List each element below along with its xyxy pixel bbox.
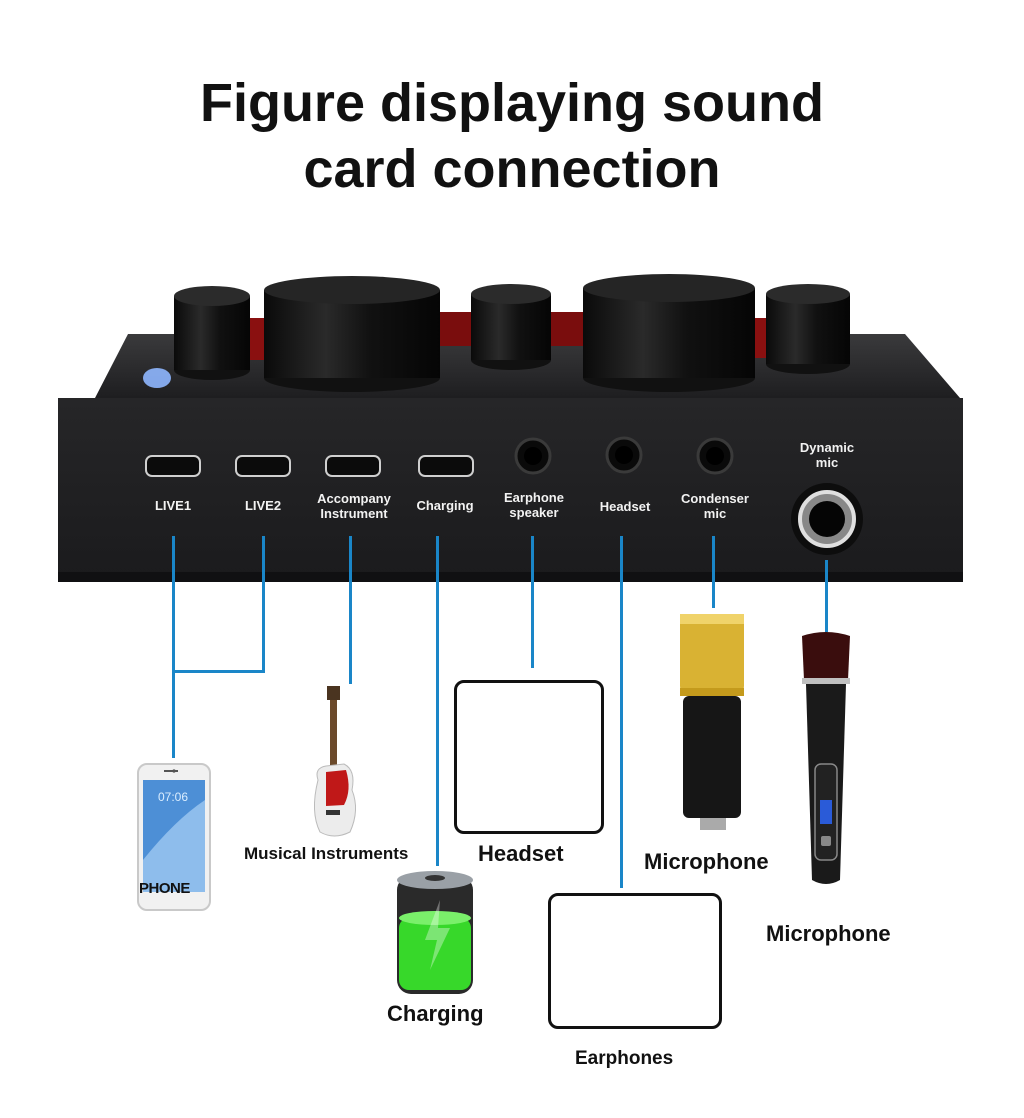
port-label-text: Condenser: [681, 491, 749, 506]
wire-condenser-mic: [712, 536, 715, 608]
port-label-text: Charging: [416, 498, 474, 513]
knob-4[interactable]: [583, 274, 755, 392]
page-title: Figure displaying sound card connection: [0, 70, 1024, 202]
wire-dynamic-mic: [825, 560, 828, 632]
port-label-text: Earphone: [504, 490, 564, 505]
port-label-text: Headset: [599, 499, 651, 514]
port-label-text: Instrument: [320, 506, 388, 521]
wire-live2: [262, 536, 265, 672]
battery-illustration: [397, 871, 473, 994]
wire-accompany: [349, 536, 352, 684]
condenser-mic-illustration: [680, 614, 744, 830]
phone-caption: PHONE: [139, 880, 190, 897]
port-headset[interactable]: [605, 436, 643, 474]
port-label-charging: Charging: [416, 498, 473, 513]
port-label-text: mic: [815, 455, 839, 470]
port-label-live2: LIVE2: [245, 498, 281, 513]
caption-condenser-microphone: Microphone: [644, 849, 769, 874]
caption-dynamic-microphone: Microphone: [766, 921, 891, 946]
port-label-headset: Headset: [600, 499, 651, 514]
port-label-text: speaker: [509, 505, 559, 520]
title-line-2: card connection: [303, 139, 721, 199]
port-label-text: LIVE2: [244, 498, 282, 513]
phone-screen-time: 07:06: [158, 790, 189, 804]
port-label-text: mic: [703, 506, 727, 521]
knob-2[interactable]: [264, 276, 440, 392]
caption-earphones: Earphones: [575, 1048, 674, 1069]
port-charging[interactable]: [418, 455, 474, 477]
caption-charging: Charging: [387, 1001, 484, 1026]
caption-musical-instruments: Musical Instruments: [244, 844, 409, 863]
port-label-live1: LIVE1: [155, 498, 191, 513]
knob-3[interactable]: [471, 284, 551, 370]
port-live1[interactable]: [145, 455, 201, 477]
wire-live-join: [172, 670, 265, 673]
port-condenser-mic[interactable]: [696, 437, 734, 475]
port-accompany[interactable]: [325, 455, 381, 477]
wire-earphone-speaker: [531, 536, 534, 668]
knob-5[interactable]: [766, 284, 850, 374]
knob-1[interactable]: [174, 286, 250, 380]
dynamic-mic-illustration: [802, 632, 850, 884]
port-dynamic-mic[interactable]: [791, 483, 863, 555]
wire-headset: [620, 536, 623, 888]
port-live2[interactable]: [235, 455, 291, 477]
wire-charging: [436, 536, 439, 866]
port-label-text: LIVE1: [154, 498, 192, 513]
port-label-text: Dynamic: [799, 440, 855, 455]
wire-live1: [172, 536, 175, 758]
power-led: [143, 368, 171, 388]
title-line-1: Figure displaying sound: [199, 73, 825, 133]
caption-headset: Headset: [478, 841, 564, 866]
headset-frame: [454, 680, 604, 834]
earphones-frame: [548, 893, 722, 1029]
port-earphone-speaker[interactable]: [514, 437, 552, 475]
phone-illustration: [137, 763, 211, 911]
guitar-illustration: [314, 686, 356, 837]
port-label-text: Accompany: [317, 491, 391, 506]
